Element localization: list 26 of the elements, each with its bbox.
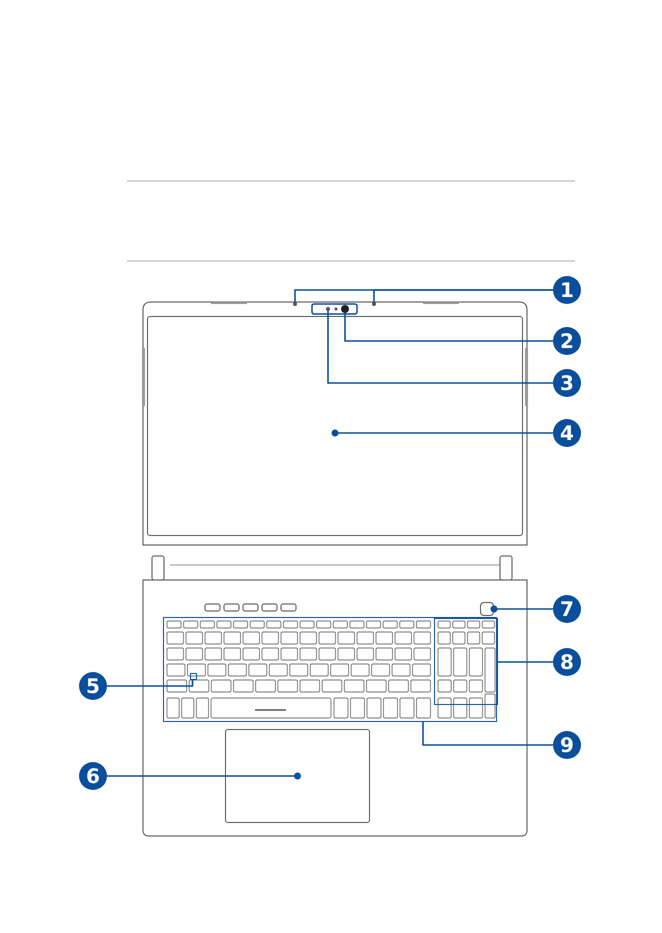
callout-number: 6 bbox=[79, 762, 107, 790]
microphone-hole bbox=[372, 302, 376, 306]
leader-line bbox=[107, 679, 194, 687]
touchpad bbox=[225, 729, 370, 823]
callout-number: 9 bbox=[553, 731, 581, 759]
indicator-light bbox=[190, 673, 197, 680]
display-screen bbox=[147, 316, 523, 536]
callout-number: 3 bbox=[553, 369, 581, 397]
callout-number: 5 bbox=[79, 672, 107, 700]
indicator-light bbox=[326, 307, 330, 311]
callout-number: 2 bbox=[553, 327, 581, 355]
leader-line bbox=[344, 313, 553, 342]
leader-line bbox=[332, 430, 553, 436]
leader-line bbox=[373, 289, 553, 302]
callout-number: 1 bbox=[553, 276, 581, 304]
microphone-hole bbox=[293, 302, 297, 306]
callout-number: 7 bbox=[553, 595, 581, 623]
leader-line bbox=[497, 661, 553, 663]
callout-number: 4 bbox=[553, 419, 581, 447]
leader-line bbox=[327, 311, 553, 384]
highlighted-area bbox=[434, 618, 498, 705]
leader-line bbox=[107, 772, 301, 780]
callout-number: 8 bbox=[553, 648, 581, 676]
leader-line bbox=[422, 722, 553, 746]
highlighted-area bbox=[163, 617, 497, 722]
leader-line bbox=[490, 606, 553, 612]
